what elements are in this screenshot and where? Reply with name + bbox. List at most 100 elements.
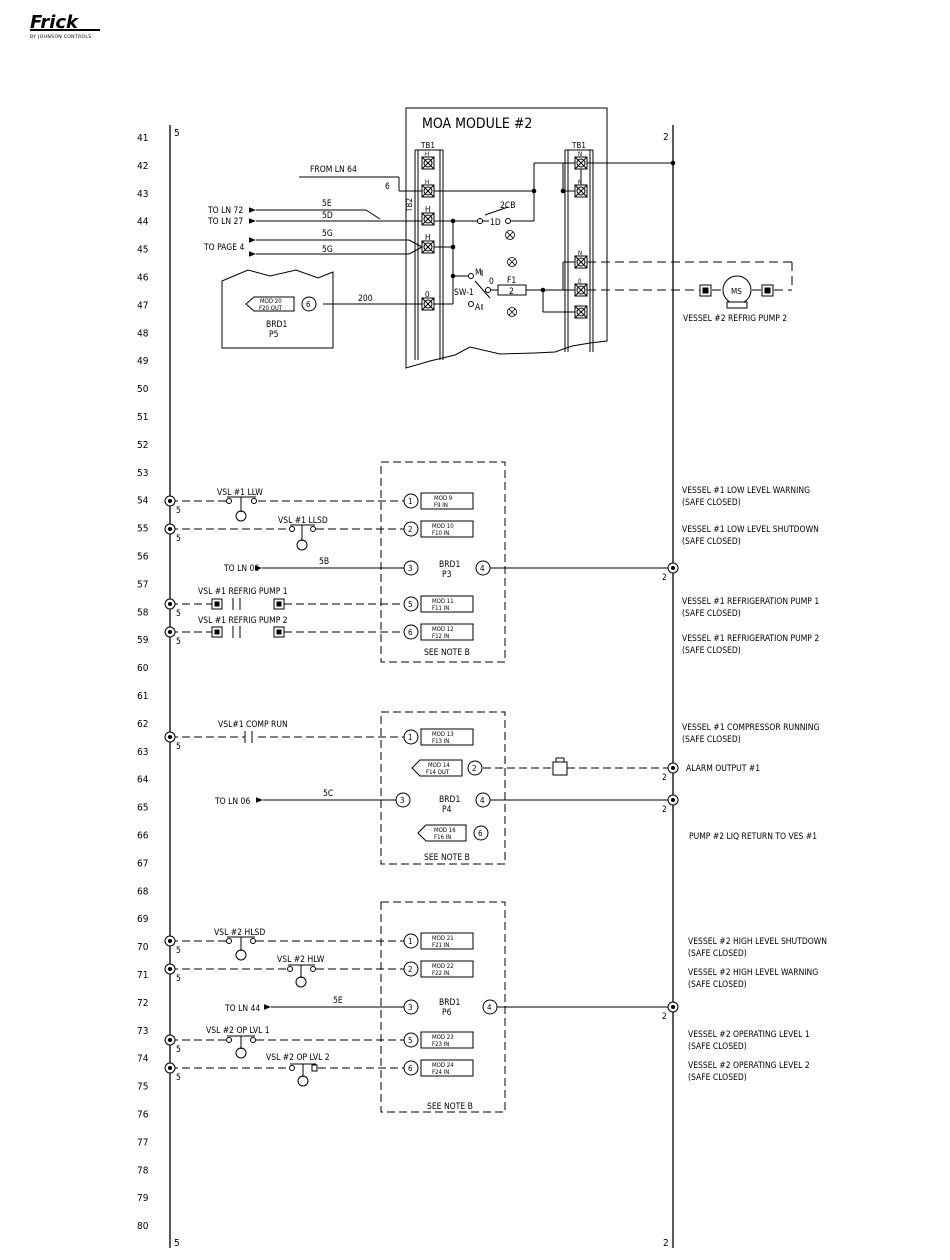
- from-ln-label: FROM LN 64: [310, 165, 357, 175]
- p5-label: P5: [269, 330, 279, 340]
- switch-label: SW-1: [454, 288, 474, 298]
- p3-desc3a: VESSEL #1 REFRIGERATION PUMP 1: [682, 597, 819, 607]
- vsl2-hlw-label: VSL #2 HLW: [277, 955, 325, 965]
- line-number: 47: [137, 300, 148, 311]
- p4-dashed-wires: [170, 737, 673, 768]
- wire-5g-b-label: 5G: [322, 245, 333, 255]
- mod22-sub: F22 IN: [432, 970, 449, 977]
- mod12-sub: F12 IN: [432, 633, 449, 640]
- mod13-label: MOD 13: [432, 731, 454, 738]
- p4-note-label: SEE NOTE B: [424, 853, 470, 863]
- p4-to-ln-label: TO LN 06: [214, 797, 250, 807]
- fuse-num-label: 2: [509, 287, 514, 297]
- switch-a-label: A: [475, 303, 481, 313]
- to-page4-label: TO PAGE 4: [203, 243, 244, 253]
- vsl1-llsd-label: VSL #1 LLSD: [278, 516, 328, 526]
- p6-n4: 4: [487, 1003, 492, 1012]
- vsl2-oplvl2-label: VSL #2 OP LVL 2: [266, 1053, 330, 1063]
- line-number: 72: [137, 998, 148, 1009]
- term-n1: N: [578, 151, 582, 158]
- line-number: 45: [137, 245, 148, 256]
- p4-brd-label: BRD1: [439, 795, 460, 805]
- mod10-label: MOD 10: [432, 523, 454, 530]
- vsl2-hlsd-label: VSL #2 HLSD: [214, 928, 265, 938]
- line-number: 59: [137, 635, 149, 646]
- right-rail-label-bottom: 2: [663, 1238, 669, 1249]
- p6-n1: 1: [408, 937, 413, 946]
- brd1-p4-box: [381, 712, 505, 864]
- p3-desc2a: VESSEL #1 LOW LEVEL SHUTDOWN: [682, 525, 819, 535]
- mod22-label: MOD 22: [432, 963, 454, 970]
- brd1-p3-box: [381, 462, 505, 662]
- p4-nodes: [396, 729, 490, 841]
- term-h1: H: [425, 151, 429, 158]
- p6-rail-terminals: [165, 936, 678, 1073]
- line-number: 54: [137, 496, 149, 507]
- line-number: 76: [137, 1110, 149, 1121]
- node-6-label: 6: [306, 300, 311, 309]
- breaker-label: 2CB: [500, 201, 515, 211]
- line-number: 41: [137, 133, 148, 144]
- line-number: 68: [137, 886, 149, 897]
- p4-n1: 1: [408, 733, 413, 742]
- p6-n5: 5: [408, 1036, 413, 1045]
- to-ln72-label: TO LN 72: [207, 206, 243, 216]
- line-number: 57: [137, 579, 148, 590]
- rail-2-p6: 2: [662, 1012, 667, 1022]
- wire-6-label: 6: [385, 182, 390, 192]
- p6-brd-label: BRD1: [439, 998, 460, 1008]
- logo-sub: BY JOHNSON CONTROLS: [30, 34, 92, 40]
- p3-n2: 2: [408, 525, 413, 534]
- terminals-right: [575, 157, 587, 318]
- wire-5g-a-label: 5G: [322, 229, 333, 239]
- p6-float-switches: [227, 937, 318, 1086]
- mod21-sub: F21 IN: [432, 942, 449, 949]
- term-h4: H: [425, 233, 430, 242]
- term-0-left: 0: [425, 290, 430, 299]
- vsl2-oplvl1-label: VSL #2 OP LVL 1: [206, 1026, 270, 1036]
- wire-5e-label: 5E: [322, 199, 332, 209]
- line-number: 80: [137, 1221, 149, 1232]
- motor-ms-label: MS: [731, 287, 742, 296]
- frick-logo: Frick BY JOHNSON CONTROLS: [30, 12, 100, 40]
- motor-symbol: [700, 276, 773, 308]
- p3-port-label: P3: [442, 570, 452, 580]
- line-number: 58: [137, 607, 149, 618]
- left-rail-label-bottom: 5: [174, 1238, 180, 1249]
- line-number: 50: [137, 384, 149, 395]
- p3-desc3b: (SAFE CLOSED): [682, 609, 741, 619]
- mod20-sub: F20 OUT: [259, 305, 283, 312]
- line-number: 78: [137, 1165, 149, 1176]
- module-title: MOA MODULE #2: [422, 116, 532, 132]
- p3-to-ln-label: TO LN 06: [223, 564, 259, 574]
- line-number: 60: [137, 663, 149, 674]
- mod13-sub: F13 IN: [432, 738, 449, 745]
- p6-n2: 2: [408, 965, 413, 974]
- rail-5-p3b: 5: [176, 534, 181, 544]
- mod11-sub: F11 IN: [432, 605, 449, 612]
- rail-5-p3d: 5: [176, 637, 181, 647]
- line-number: 77: [137, 1137, 148, 1148]
- mod10-sub: F10 IN: [432, 530, 449, 537]
- line-number: 66: [137, 831, 149, 842]
- mod11-label: MOD 11: [432, 598, 454, 605]
- fuse-label: F1: [507, 276, 516, 286]
- line-number: 69: [137, 914, 149, 925]
- p3-n1: 1: [408, 497, 413, 506]
- pump2-label: VESSEL #2 REFRIG PUMP 2: [683, 314, 787, 324]
- mod21-label: MOD 21: [432, 935, 454, 942]
- p3-n5: 5: [408, 600, 413, 609]
- term-0-right: 0: [578, 278, 582, 285]
- p4-n3: 3: [400, 796, 405, 805]
- term-h2: H: [425, 179, 429, 186]
- mod9-label: MOD 9: [434, 495, 453, 502]
- rail-2-p3: 2: [662, 573, 667, 583]
- p6-desc4a: VESSEL #2 OPERATING LEVEL 2: [688, 1061, 810, 1071]
- line-number: 73: [137, 1026, 148, 1037]
- rail-5-p3a: 5: [176, 506, 181, 516]
- ground-symbols: [506, 231, 517, 317]
- p4-wire-label: 5C: [323, 789, 333, 799]
- tb2-label: TB2: [405, 198, 414, 213]
- top-dots: [450, 160, 676, 293]
